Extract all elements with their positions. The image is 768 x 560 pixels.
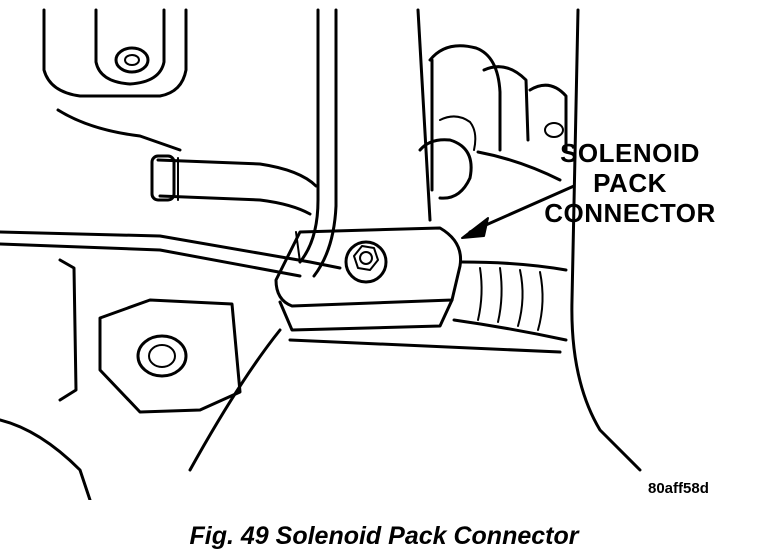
- wiring-harness: [418, 44, 568, 200]
- figure-reference-code: 80aff58d: [648, 480, 709, 497]
- hose: [150, 154, 318, 216]
- floor-diagonal: [188, 328, 282, 472]
- figure-caption: Fig. 49 Solenoid Pack Connector: [189, 522, 579, 550]
- case-wall: [570, 8, 642, 472]
- floor-line: [288, 338, 562, 354]
- callout-line-solenoid: SOLENOID: [560, 138, 700, 168]
- lower-bracket: [98, 298, 242, 414]
- pan-edge: [58, 258, 78, 402]
- wire-conduit: [452, 260, 568, 342]
- callout-line-pack: PACK: [593, 168, 667, 198]
- solenoid-pack-connector: [274, 226, 463, 332]
- case-wall-inner: [416, 8, 432, 222]
- upper-bracket: [42, 8, 188, 152]
- solenoid-pack-illustration: [0, 8, 642, 500]
- pan-edge-lower: [0, 418, 92, 500]
- vertical-tube: [298, 8, 338, 278]
- horizontal-line-lower: [0, 242, 302, 278]
- callout-line-connector: CONNECTOR: [544, 198, 716, 228]
- horizontal-line: [0, 230, 342, 270]
- callout-arrow: [461, 184, 576, 239]
